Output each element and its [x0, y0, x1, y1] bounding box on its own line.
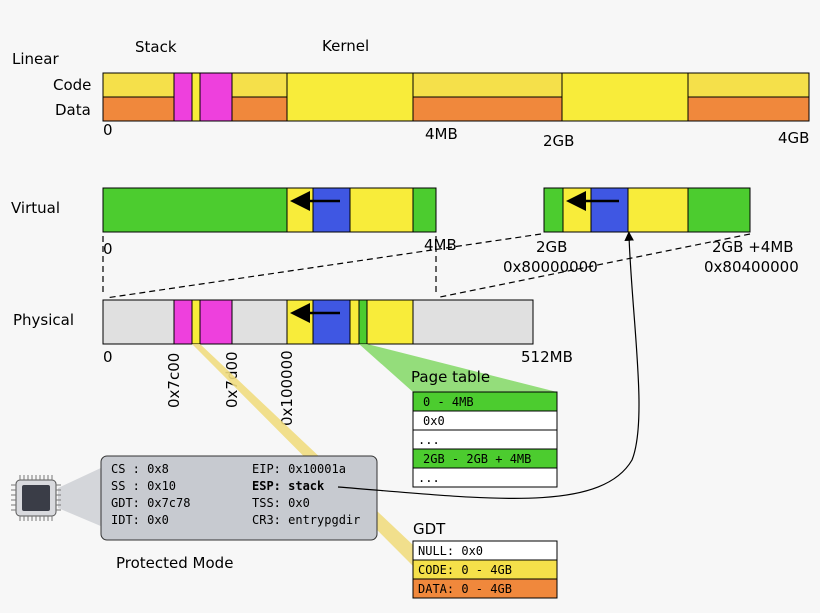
virtual-low-kernel-block [349, 187, 414, 233]
register-cr3: CR3: entrypgdir [252, 513, 360, 527]
physical-kernel-block [366, 299, 414, 345]
gdt-table: NULL: 0x0 CODE: 0 - 4GB DATA: 0 - 4GB [412, 540, 558, 599]
page-table-cell: 0x0 [423, 414, 445, 428]
linear-address-bar [102, 72, 810, 122]
virtual-low-stack-block [312, 187, 351, 233]
mapping-lines [102, 233, 751, 299]
linear-title: Linear [12, 50, 59, 68]
virtual-tick-2gb: 2GB [536, 238, 567, 256]
page-table-callout [359, 344, 557, 392]
page-table: 0 - 4MB 0x0 ... 2GB - 2GB + 4MB ... [412, 391, 558, 488]
linear-stack-block [199, 72, 233, 122]
esp-pointer-arrow [337, 231, 640, 499]
virtual-tick-0x80400000: 0x80400000 [704, 258, 799, 276]
cpu-callout [58, 467, 103, 527]
linear-stack-block [173, 72, 193, 122]
mapping-line [105, 233, 542, 299]
physical-tick-0x100000: 0x100000 [278, 350, 296, 426]
page-table-cell: 0 - 4MB [423, 395, 474, 409]
protected-mode-caption: Protected Mode [116, 554, 233, 572]
linear-tick-0: 0 [103, 121, 113, 139]
register-cs: CS : 0x8 [111, 462, 169, 476]
gdt-data-entry: DATA: 0 - 4GB [418, 582, 512, 596]
physical-kernel-block [286, 299, 314, 345]
physical-stack-block [199, 299, 233, 345]
virtual-tick-2gb-4mb: 2GB +4MB [712, 238, 794, 256]
register-tss: TSS: 0x0 [252, 496, 310, 510]
gdt-row [412, 578, 558, 599]
kernel-label: Kernel [322, 37, 369, 55]
linear-kernel-block-low [286, 72, 414, 122]
page-table-title: Page table [411, 368, 490, 386]
linear-tick-4mb: 4MB [425, 125, 458, 143]
linear-kernel-block-high [561, 72, 689, 122]
virtual-high-bar [543, 187, 751, 233]
gdt-code-entry: CODE: 0 - 4GB [418, 563, 512, 577]
data-row-label: Data [55, 101, 91, 119]
physical-kernel-block [349, 299, 360, 345]
gdt-title: GDT [413, 520, 446, 538]
page-table-cell: ... [418, 433, 440, 447]
page-table-row [412, 467, 558, 488]
stack-label: Stack [135, 38, 177, 56]
virtual-tick-0: 0 [103, 240, 113, 258]
page-table-cell: ... [418, 471, 440, 485]
virtual-low-bar [102, 187, 437, 233]
linear-tick-2gb: 2GB [543, 132, 574, 150]
register-ss: SS : 0x10 [111, 479, 176, 493]
virtual-high-kernel-block [627, 187, 689, 233]
physical-tick-512mb: 512MB [521, 348, 573, 366]
physical-page-table-block [358, 299, 368, 345]
register-esp: ESP: stack [252, 479, 325, 493]
register-idt: IDT: 0x0 [111, 513, 169, 527]
register-panel: CS : 0x8 SS : 0x10 GDT: 0x7c78 IDT: 0x0 … [100, 455, 378, 541]
physical-stack-block [173, 299, 193, 345]
cpu-chip-icon [11, 475, 61, 521]
mapping-line [439, 233, 751, 298]
register-eip: EIP: 0x10001a [252, 462, 346, 476]
physical-memory-bar [102, 299, 534, 345]
linear-tick-4gb: 4GB [778, 129, 809, 147]
virtual-high-kernel-block [562, 187, 592, 233]
physical-tick-0x7c00: 0x7c00 [165, 353, 183, 408]
register-gdt: GDT: 0x7c78 [111, 496, 190, 510]
page-table-cell: 2GB - 2GB + 4MB [423, 452, 531, 466]
virtual-title: Virtual [11, 199, 60, 217]
physical-kernel-stack-block [312, 299, 351, 345]
virtual-high-stack-block [590, 187, 629, 233]
virtual-tick-4mb: 4MB [424, 236, 457, 254]
code-row-label: Code [53, 76, 91, 94]
gdt-null-entry: NULL: 0x0 [418, 544, 483, 558]
physical-tick-0: 0 [103, 348, 113, 366]
linear-boot-block [191, 72, 201, 122]
virtual-low-kernel-block [286, 187, 314, 233]
physical-title: Physical [13, 311, 74, 329]
virtual-tick-0x80000000: 0x80000000 [503, 258, 598, 276]
physical-boot-block [191, 299, 201, 345]
